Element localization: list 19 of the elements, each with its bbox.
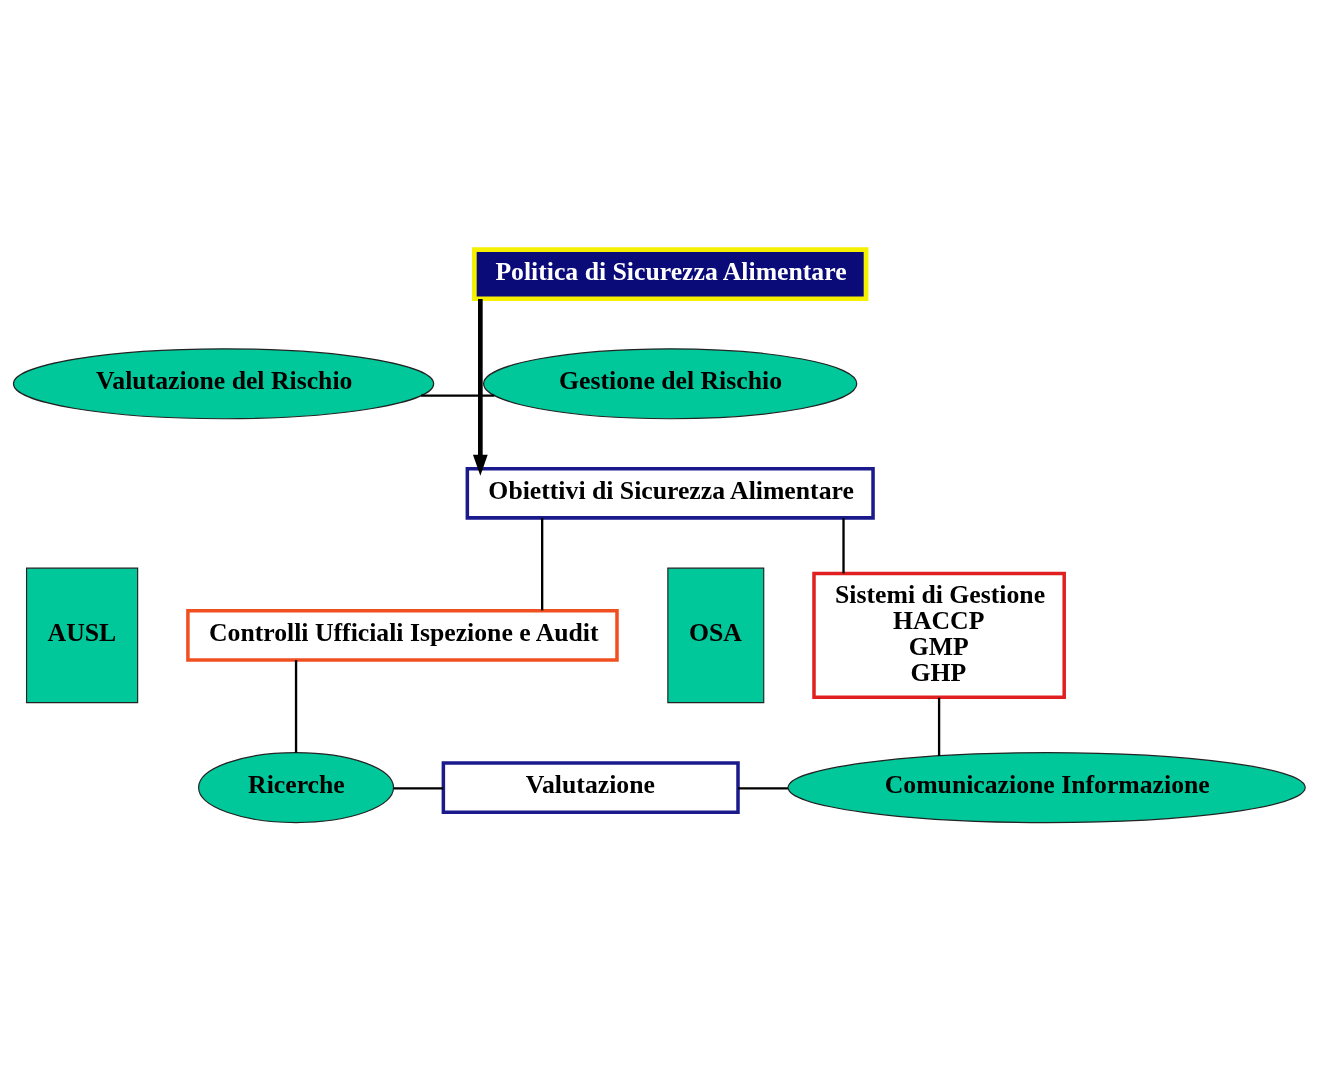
node-box: Obiettivi di Sicurezza Alimentare [465, 466, 875, 520]
node-ellipse: Gestione del Rischio [483, 347, 858, 419]
node-box: Politica di Sicurezza Alimentare [472, 246, 869, 301]
node-box: Controlli Ufficiali Ispezione e Audit [186, 608, 619, 662]
node-box: AUSL [26, 567, 139, 703]
connector [541, 517, 544, 610]
node-box: OSA [667, 567, 765, 703]
node-ellipse: Ricerche [198, 751, 395, 823]
connector [421, 393, 495, 397]
connector [738, 786, 788, 790]
connector [937, 697, 941, 756]
node-box: Valutazione [441, 760, 740, 814]
node-ellipse: Valutazione del Rischio [12, 347, 435, 419]
connector [294, 659, 298, 753]
connector [842, 517, 845, 573]
node-ellipse: Comunicazione Informazione [787, 751, 1306, 823]
connector [393, 786, 444, 790]
arrow [472, 298, 488, 476]
node-box: Sistemi di Gestione HACCP GMP GHP [812, 571, 1066, 699]
